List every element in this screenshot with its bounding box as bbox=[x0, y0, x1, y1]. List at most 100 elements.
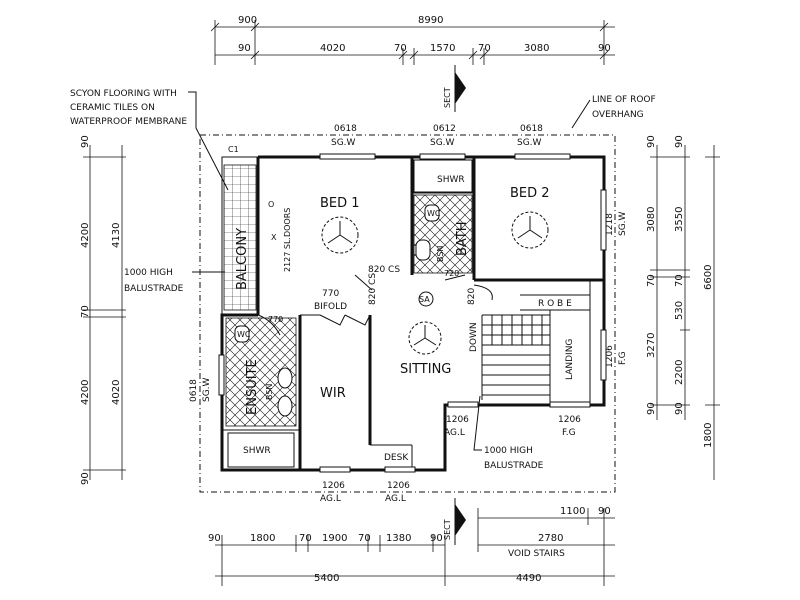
dim-ticks-top bbox=[210, 22, 609, 60]
dim-top-seg: 70 bbox=[394, 43, 407, 54]
note-balustrade-left-line1: 1000 HIGH bbox=[124, 268, 173, 278]
window-label-bottom-1-size: 1206 bbox=[322, 481, 345, 491]
door-label-820-c: 820 bbox=[467, 288, 477, 305]
note-balustrade-right-line2: BALUSTRADE bbox=[484, 461, 544, 471]
window-label-bottom-3-type: AG.L bbox=[444, 428, 465, 438]
dim-bottom-stairs-total: 2780 bbox=[538, 533, 563, 544]
window-label-bottom-2-type: AG.L bbox=[385, 494, 406, 504]
window-label-bottom-4-type: F.G bbox=[562, 428, 576, 438]
note-balustrade-right-line1: 1000 HIGH bbox=[484, 446, 533, 456]
room-label-ensuite-bsn: BSN bbox=[265, 384, 274, 400]
dim-left-outer: 70 bbox=[80, 305, 91, 318]
note-flooring-line3: WATERPROOF MEMBRANE bbox=[70, 117, 187, 127]
dim-left-inner: 4020 bbox=[111, 380, 122, 405]
dim-left-outer: 4200 bbox=[80, 380, 91, 405]
note-balustrade-left: 1000 HIGH BALUSTRADE bbox=[124, 268, 225, 294]
dim-bottom-seg: 90 bbox=[430, 533, 443, 544]
note-roof-line1: LINE OF ROOF bbox=[592, 95, 656, 105]
window-label-right-1-size: 1218 bbox=[605, 213, 615, 236]
window-label-right-2-size: 1206 bbox=[605, 345, 615, 368]
door-label-bifold-size: 770 bbox=[322, 289, 339, 299]
dim-right-bottom: 1800 bbox=[703, 423, 714, 448]
window-label-top-3-size: 0618 bbox=[520, 124, 543, 134]
windows bbox=[218, 153, 607, 473]
door-label-sl-x: X bbox=[271, 233, 277, 242]
dim-right-outer-90: 90 bbox=[674, 402, 685, 415]
dim-top-seg: 70 bbox=[478, 43, 491, 54]
void-stairs-label: VOID STAIRS bbox=[508, 549, 565, 559]
fixtures bbox=[234, 204, 440, 417]
window-label-top-2-size: 0612 bbox=[433, 124, 456, 134]
door-label-bifold: BIFOLD bbox=[314, 302, 347, 312]
dim-right-outer-70: 70 bbox=[674, 274, 685, 287]
room-label-landing: LANDING bbox=[565, 339, 575, 380]
window-label-top-2-type: SG.W bbox=[430, 138, 455, 148]
door-labels: 2127 SL.DOORS X O 820 CS 820 CS 820 770 … bbox=[228, 145, 477, 324]
dim-top-seg: 4020 bbox=[320, 43, 345, 54]
roof-overhang-line bbox=[199, 134, 616, 493]
dim-bottom-seg: 1380 bbox=[386, 533, 411, 544]
note-balustrade-left-line2: BALUSTRADE bbox=[124, 284, 184, 294]
dim-top-overall-right: 8990 bbox=[418, 15, 443, 26]
dim-bottom-seg: 1900 bbox=[322, 533, 347, 544]
room-labels: BED 1 BED 2 BALCONY SHWR WC BATH BSN WC … bbox=[235, 175, 575, 463]
window-label-left-1-size: 0618 bbox=[189, 379, 199, 402]
window-label-left-1-type: SG.W bbox=[202, 377, 212, 402]
dim-top-overall-left: 900 bbox=[238, 15, 257, 26]
room-label-sitting: SITTING bbox=[400, 362, 451, 377]
window-label-top-3-type: SG.W bbox=[517, 138, 542, 148]
dim-right-inner: 3080 bbox=[646, 207, 657, 232]
dim-bottom-seg: 70 bbox=[299, 533, 312, 544]
dim-bottom-seg: 90 bbox=[208, 533, 221, 544]
room-label-shwr-top: SHWR bbox=[437, 175, 465, 185]
ceiling-fan-icon bbox=[511, 211, 549, 249]
dim-right-outer: 3550 bbox=[674, 207, 685, 232]
section-marker-top: SECT bbox=[443, 65, 466, 112]
sect-label-bottom: SECT bbox=[443, 519, 452, 540]
shower-bottom-tray bbox=[227, 432, 295, 468]
door-label-c1: C1 bbox=[228, 145, 239, 154]
room-label-ensuite: ENSUITE bbox=[245, 359, 260, 415]
bottom-dimensions: 90 1800 70 1900 70 1380 90 1100 90 2780 … bbox=[208, 506, 615, 586]
dim-bottom-overall-right: 4490 bbox=[516, 573, 541, 584]
room-label-wir: WIR bbox=[320, 386, 346, 401]
dim-right-inner: 70 bbox=[646, 274, 657, 287]
dim-bottom-overall-left: 5400 bbox=[314, 573, 339, 584]
window-label-bottom-1-type: AG.L bbox=[320, 494, 341, 504]
door-label-820cs-b: 820 CS bbox=[368, 273, 378, 305]
dim-left-inner: 4130 bbox=[111, 223, 122, 248]
window-label-right-2-type: F.G bbox=[618, 351, 628, 365]
note-flooring-line1: SCYON FLOORING WITH bbox=[70, 89, 177, 99]
dim-top-seg: 1570 bbox=[430, 43, 455, 54]
door-label-820cs-a: 820 CS bbox=[368, 265, 400, 275]
room-label-down: DOWN bbox=[469, 322, 479, 352]
dim-left-outer: 90 bbox=[80, 472, 91, 485]
note-roof-line2: OVERHANG bbox=[592, 110, 644, 120]
smoke-alarm-label: SA bbox=[419, 295, 430, 304]
room-label-bath: BATH bbox=[455, 221, 470, 256]
window-label-bottom-4-size: 1206 bbox=[558, 415, 581, 425]
dim-left-outer: 90 bbox=[80, 135, 91, 148]
ceiling-fan-icon bbox=[408, 321, 442, 355]
dim-right-total: 6600 bbox=[703, 265, 714, 290]
note-balustrade-right: 1000 HIGH BALUSTRADE bbox=[473, 395, 544, 471]
window-label-top-1-type: SG.W bbox=[331, 138, 356, 148]
right-dimensions: 90 3080 70 3270 90 90 3550 70 530 2200 9… bbox=[646, 135, 720, 480]
room-label-wc-top: WC bbox=[427, 209, 441, 218]
room-label-bed2: BED 2 bbox=[510, 186, 550, 201]
dim-bottom-stairs: 1100 bbox=[560, 506, 585, 517]
window-label-top-1-size: 0618 bbox=[334, 124, 357, 134]
dim-right-outer-top: 90 bbox=[674, 135, 685, 148]
smoke-alarm-icon: SA bbox=[418, 291, 434, 307]
room-label-shwr-bottom: SHWR bbox=[243, 446, 271, 456]
dim-right-outer: 2200 bbox=[674, 360, 685, 385]
note-flooring: SCYON FLOORING WITH CERAMIC TILES ON WAT… bbox=[70, 89, 229, 191]
room-label-bed1: BED 1 bbox=[320, 196, 360, 211]
door-swings bbox=[257, 274, 493, 336]
door-label-sl-doors: 2127 SL.DOORS bbox=[283, 208, 292, 272]
door-label-sl-o: O bbox=[268, 200, 274, 209]
dim-top-seg: 90 bbox=[598, 43, 611, 54]
window-label-bottom-2-size: 1206 bbox=[387, 481, 410, 491]
dim-bottom-seg: 70 bbox=[358, 533, 371, 544]
door-label-720: 720 bbox=[444, 269, 459, 278]
